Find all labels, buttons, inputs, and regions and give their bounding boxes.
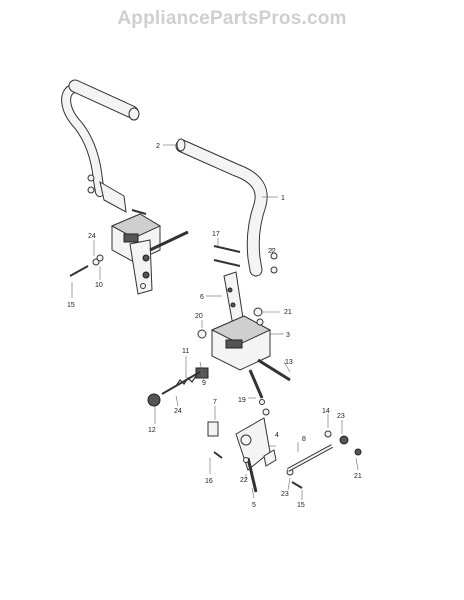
callout-21-upper: 21 [284, 309, 292, 316]
callout-15-right: 15 [297, 502, 305, 509]
callout-14: 14 [322, 408, 330, 415]
callout-5: 5 [252, 502, 256, 509]
spacer-20 [197, 329, 207, 339]
right-bolts-17 [213, 245, 278, 274]
right-control-bracket-3 [210, 307, 291, 405]
callout-15-left: 15 [67, 302, 75, 309]
callout-24-lower: 24 [174, 408, 182, 415]
callout-2: 2 [156, 143, 160, 150]
spring-adjuster [147, 367, 209, 407]
left-bolt-15 [69, 254, 104, 277]
callout-13: 13 [285, 359, 293, 366]
callout-20: 20 [195, 313, 203, 320]
callout-3: 3 [286, 332, 290, 339]
left-handle-bar [61, 79, 140, 197]
callout-24-left: 24 [88, 233, 96, 240]
callout-9: 9 [202, 380, 206, 387]
left-control-bracket [110, 213, 189, 295]
callout-7: 7 [213, 399, 217, 406]
callout-12: 12 [148, 427, 156, 434]
callout-19: 19 [238, 397, 246, 404]
watermark-logo: AppliancePartsPros.com [117, 8, 347, 29]
callout-11: 11 [182, 348, 189, 355]
callout-1: 1 [281, 195, 285, 202]
right-handle-bar [175, 138, 268, 277]
callout-16: 16 [205, 478, 213, 485]
lower-link-assembly [207, 408, 303, 493]
callout-17: 17 [212, 231, 220, 238]
callout-22-lower: 22 [240, 477, 248, 484]
callout-21-lower: 21 [354, 473, 362, 480]
callout-8: 8 [302, 436, 306, 443]
callout-4: 4 [275, 432, 279, 439]
left-bracket-bolts [87, 174, 147, 215]
callout-23-lower: 23 [281, 491, 289, 498]
callout-6: 6 [200, 294, 204, 301]
rod-8 [287, 430, 362, 472]
callout-10: 10 [95, 282, 103, 289]
callout-22-upper: 22 [268, 248, 276, 255]
callout-23-right: 23 [337, 413, 345, 420]
